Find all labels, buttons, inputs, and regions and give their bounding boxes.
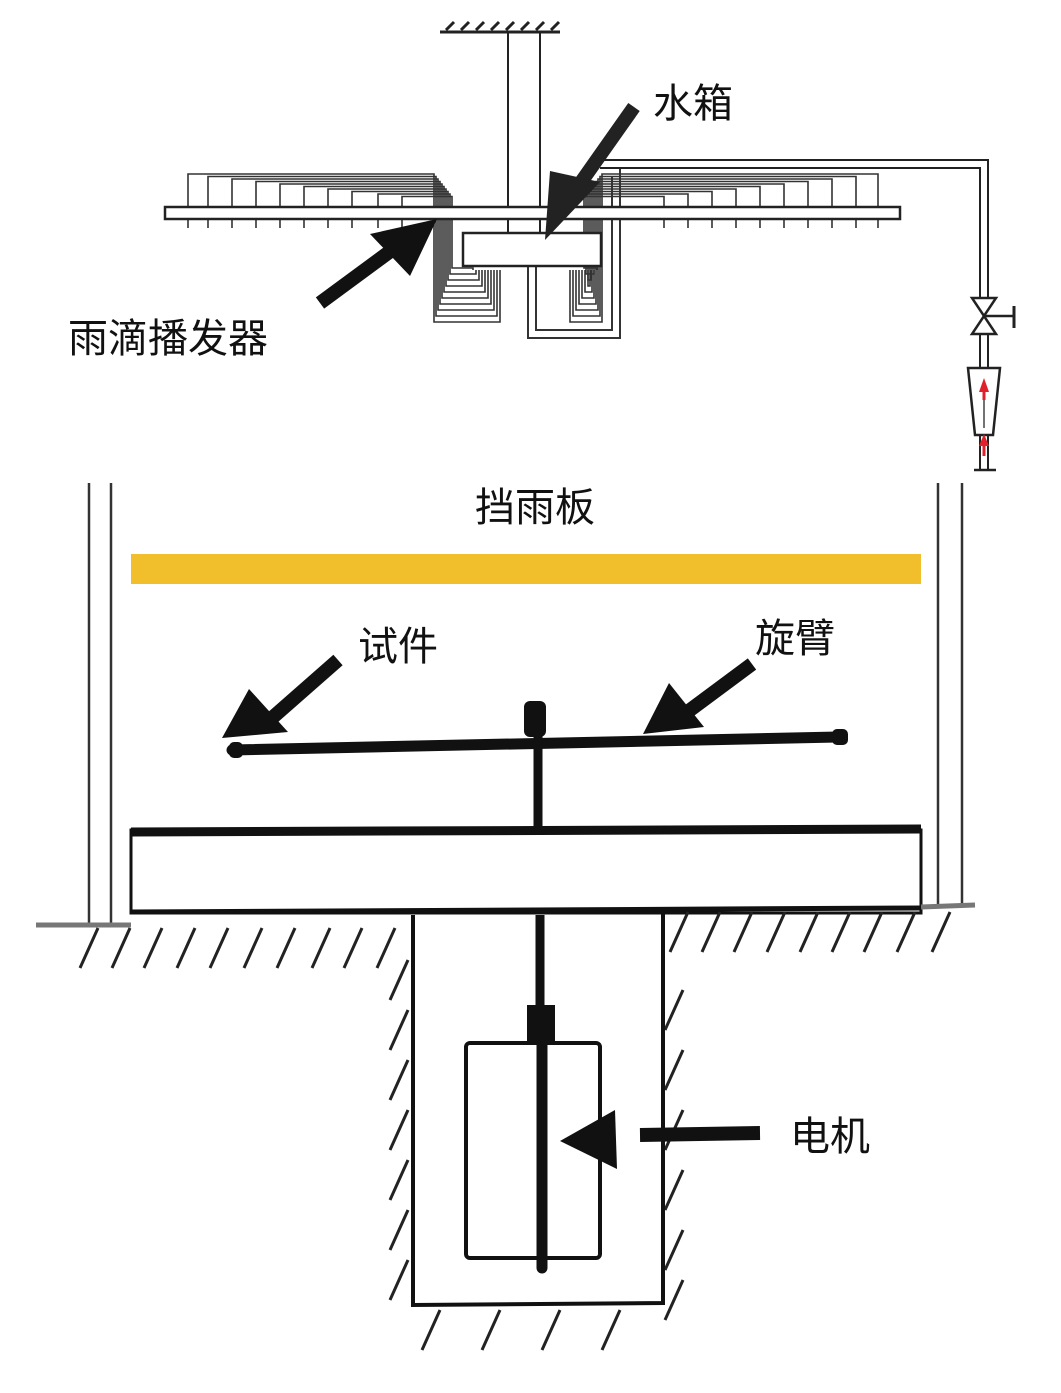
hatch-mark <box>310 927 332 969</box>
hatch-mark <box>540 1309 562 1351</box>
hatch-mark <box>668 911 690 953</box>
rain-shield <box>131 554 921 584</box>
needle-tube <box>575 178 833 311</box>
hatch-mark <box>480 1309 502 1351</box>
hatch-mark <box>78 927 100 969</box>
hatch-mark <box>388 1059 410 1101</box>
flowmeter-icon <box>966 366 1002 456</box>
hatch-mark <box>275 927 297 969</box>
turntable-base <box>129 824 923 915</box>
hatch-mark <box>388 1109 410 1151</box>
hatch-mark <box>930 911 952 953</box>
hatch-mark <box>830 911 852 953</box>
chamber-left-wall <box>87 483 113 925</box>
flow-arrow-icon <box>979 434 989 446</box>
needle-tube <box>231 178 495 311</box>
needle-tube <box>587 190 713 281</box>
hatch-mark <box>798 911 820 953</box>
hatch-mark <box>420 1309 442 1351</box>
hatch-mark <box>208 927 230 969</box>
hatch-mark <box>388 1209 410 1251</box>
hatch-mark <box>663 1049 685 1091</box>
hatch-mark <box>388 959 410 1001</box>
chamber-right-wall <box>936 483 964 905</box>
hatch-mark <box>388 1259 410 1301</box>
hatch-mark <box>342 927 364 969</box>
pointer-arrow-specimen <box>222 654 343 738</box>
hatch-mark <box>142 927 164 969</box>
hatch-mark <box>765 911 787 953</box>
needle-tube <box>578 180 809 305</box>
valve-icon <box>969 296 1016 336</box>
needle-tube <box>401 195 474 270</box>
motor-shaft <box>527 915 555 1274</box>
feed-tube <box>535 176 613 331</box>
hatch-mark <box>663 1229 685 1271</box>
hatch-mark <box>663 1279 685 1321</box>
hatch-mark <box>175 927 197 969</box>
hatch-mark <box>375 927 397 969</box>
ceiling-mount <box>440 20 561 34</box>
needle-tube <box>279 183 489 299</box>
hatch-mark <box>600 1309 622 1351</box>
motor-pit <box>411 910 665 1308</box>
hatch-mark <box>862 911 884 953</box>
label-rain-shield: 挡雨板 <box>475 485 595 531</box>
hatch-mark <box>110 927 132 969</box>
hatch-mark <box>388 1009 410 1051</box>
hatch-mark <box>895 911 917 953</box>
needle-tube <box>572 175 857 317</box>
hatch-mark <box>732 911 754 953</box>
water-tank <box>461 231 603 268</box>
pointer-arrow-drop-generator <box>315 219 437 309</box>
generator-plate <box>163 205 902 221</box>
label-rotating-arm: 旋臂 <box>755 616 835 662</box>
arm-hub <box>524 701 546 828</box>
needle-tube <box>351 190 480 281</box>
needle-tube <box>303 185 486 293</box>
supply-pipe <box>600 159 996 472</box>
needle-tube <box>207 175 498 317</box>
ground-hatching <box>78 911 952 1351</box>
hatch-mark <box>388 1159 410 1201</box>
ground-line <box>36 902 976 928</box>
flow-arrow-icon <box>979 378 989 392</box>
pointer-arrow-rotating-arm <box>643 658 757 734</box>
feed-tube <box>527 168 621 339</box>
hatch-mark <box>663 1169 685 1211</box>
hatch-mark <box>700 911 722 953</box>
needle-tube <box>327 188 483 287</box>
needle-tube <box>187 173 501 323</box>
hatch-mark <box>663 989 685 1031</box>
pointer-arrow-motor <box>560 1110 761 1169</box>
needle-tube <box>587 188 737 287</box>
label-drop-generator: 雨滴播发器 <box>68 316 268 362</box>
needle-tube <box>255 180 492 305</box>
hanger-rod <box>507 32 541 232</box>
label-motor: 电机 <box>790 1114 870 1160</box>
label-water-tank: 水箱 <box>653 81 733 127</box>
hatch-mark <box>242 927 264 969</box>
label-specimen: 试件 <box>358 624 438 670</box>
needle-tube <box>377 193 477 275</box>
pointer-arrow-water-tank <box>545 102 640 240</box>
